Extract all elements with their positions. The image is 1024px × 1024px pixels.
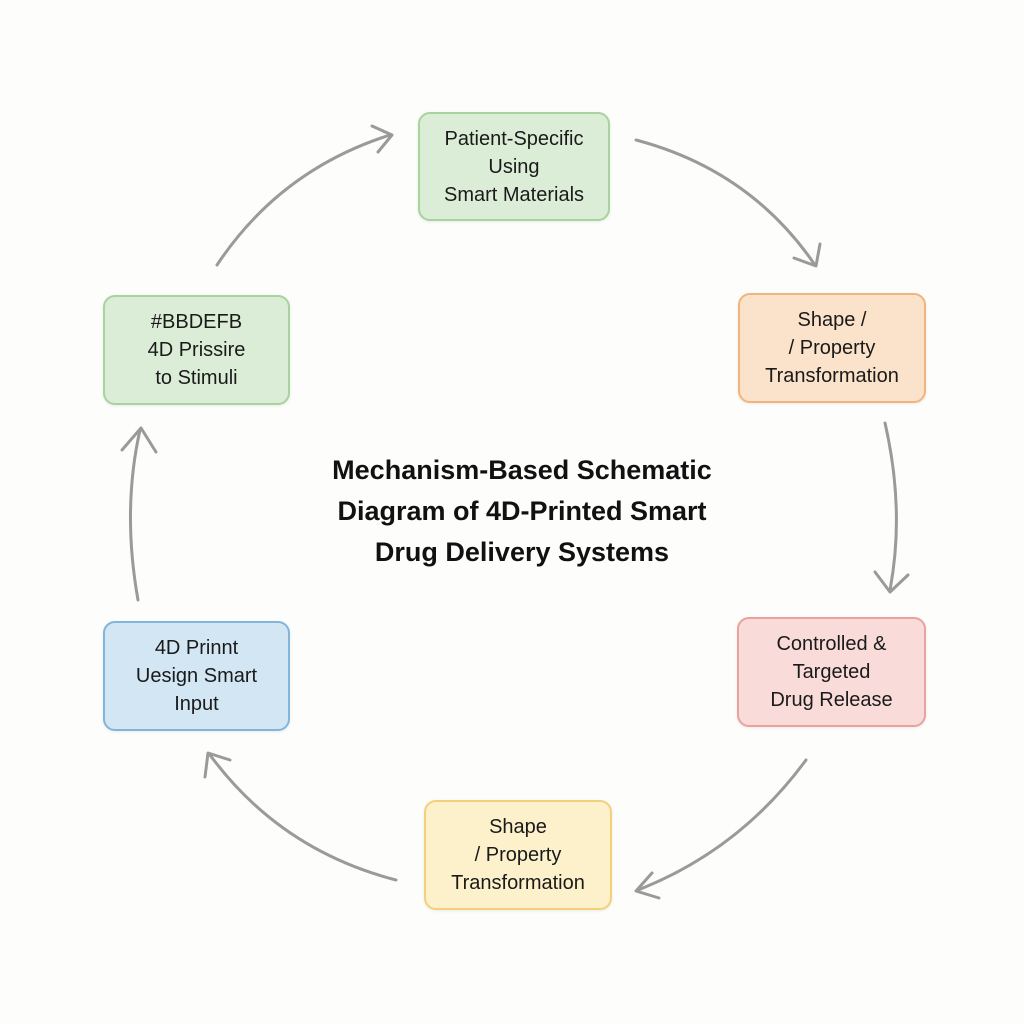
- arrow-right-lower-to-bottom: [634, 758, 808, 900]
- node-controlled-targeted-release: Controlled & Targeted Drug Release: [737, 617, 926, 727]
- node-label: Shape / Property Transformation: [451, 816, 585, 894]
- arrow-left-lower-to-left-upper: [120, 426, 158, 602]
- node-label: #BBDEFB 4D Prissire to Stimuli: [147, 311, 246, 389]
- node-label: Patient-Specific Using Smart Materials: [443, 127, 585, 206]
- node-shape-property-transformation-right: Shape / / Property Transformation: [738, 293, 926, 403]
- node-4d-pressure-stimuli: #BBDEFB 4D Prissire to Stimuli: [103, 295, 290, 405]
- node-label: Controlled & Targeted Drug Release: [770, 633, 893, 711]
- arrow-left-upper-to-top: [215, 124, 394, 267]
- arrow-top-to-right-upper: [634, 138, 822, 268]
- node-label: Shape / / Property Transformation: [765, 309, 899, 387]
- arrow-right-upper-to-right-lower: [873, 421, 910, 594]
- diagram-title: Mechanism-Based Schematic Diagram of 4D-…: [332, 455, 712, 567]
- node-patient-specific: Patient-Specific Using Smart Materials: [418, 112, 610, 221]
- arrow-bottom-to-left-lower: [203, 751, 398, 882]
- node-shape-property-transformation-bottom: Shape / Property Transformation: [424, 800, 612, 910]
- node-label: 4D Prinnt Uesign Smart Input: [135, 637, 258, 715]
- node-4d-print-smart-input: 4D Prinnt Uesign Smart Input: [103, 621, 290, 731]
